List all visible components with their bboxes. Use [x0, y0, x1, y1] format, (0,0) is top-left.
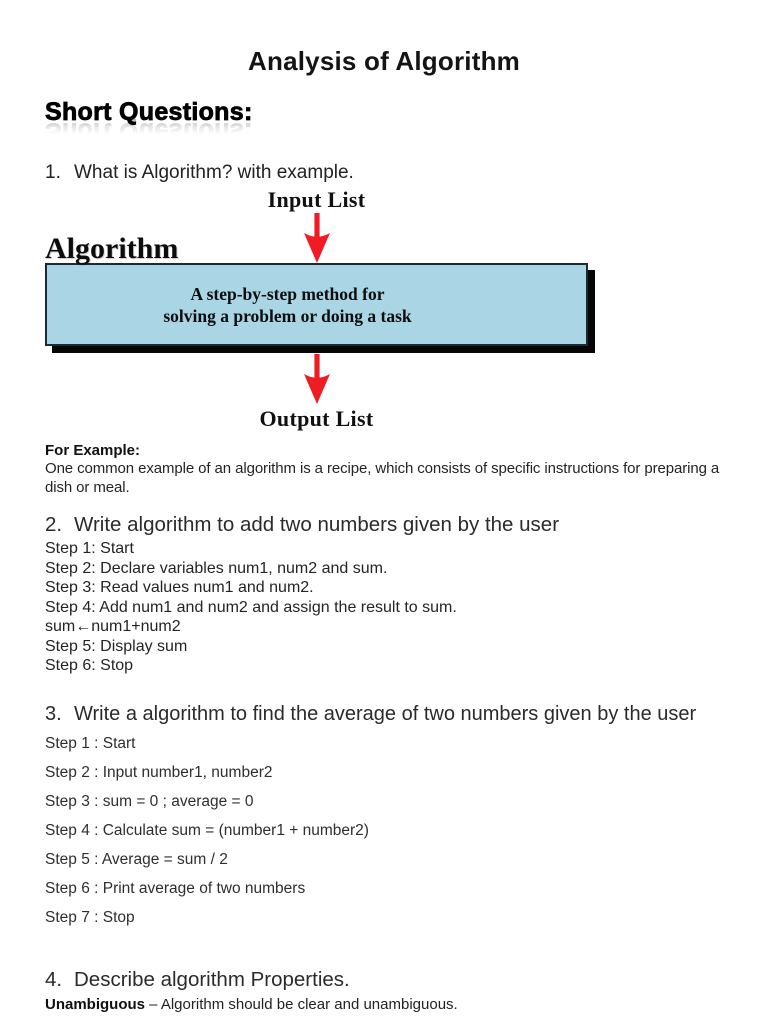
down-arrow-icon: [303, 354, 330, 404]
property-line: Unambiguous – Algorithm should be clear …: [45, 996, 723, 1013]
question-3-text: Write a algorithm to find the average of…: [74, 702, 697, 725]
question-4-text: Describe algorithm Properties.: [74, 967, 350, 991]
question-2-number: 2.: [45, 513, 63, 536]
diagram-upper-row: Algorithm: [45, 213, 588, 265]
property-description: – Algorithm should be clear and unambigu…: [145, 995, 458, 1013]
question-3-heading: 3. Write a algorithm to find the average…: [45, 703, 723, 726]
step-line: Step 4: Add num1 and num2 and assign the…: [45, 598, 457, 616]
question-1-number: 1.: [45, 162, 61, 183]
step-line: Step 5 : Average = sum / 2: [45, 850, 228, 868]
algorithm-definition-box: A step-by-step method for solving a prob…: [45, 263, 588, 346]
property-term: Unambiguous: [45, 995, 145, 1013]
step-line: sum←num1+num2: [45, 618, 181, 635]
step-line: Step 7 : Stop: [45, 908, 135, 926]
definition-line-2: solving a problem or doing a task: [163, 305, 412, 326]
question-1-row: 1. What is Algorithm? with example.: [45, 162, 723, 184]
diagram-lower-row: [45, 354, 588, 404]
short-questions-heading: Short Questions:: [45, 98, 253, 126]
short-questions-reflection: Short Questions:: [45, 117, 253, 146]
input-list-label: Input List: [267, 187, 366, 212]
question-4-heading: 4. Describe algorithm Properties.: [45, 968, 723, 992]
step-line: Step 3 : sum = 0 ; average = 0: [45, 792, 254, 810]
question-2-text: Write algorithm to add two numbers given…: [74, 513, 560, 536]
step-line: Step 3: Read values num1 and num2.: [45, 579, 314, 596]
step-line: Step 2: Declare variables num1, num2 and…: [45, 559, 388, 577]
algorithm-label: Algorithm: [45, 232, 179, 265]
step-line: Step 6 : Print average of two numbers: [45, 879, 306, 897]
page-title: Analysis of Algorithm: [248, 46, 520, 76]
step-line: Step 4 : Calculate sum = (number1 + numb…: [45, 821, 369, 839]
example-paragraph: One common example of an algorithm is a …: [45, 460, 720, 496]
question-2-heading: 2. Write algorithm to add two numbers gi…: [45, 513, 723, 537]
short-questions-heading-block: Short Questions: Short Questions:: [45, 98, 723, 149]
output-list-label: Output List: [259, 406, 374, 431]
for-example-heading: For Example:: [45, 442, 141, 459]
question-4-number: 4.: [45, 967, 63, 991]
step-line: Step 1 : Start: [45, 734, 136, 752]
step-line: Step 2 : Input number1, number2: [45, 763, 273, 781]
question-3-number: 3.: [45, 702, 62, 725]
definition-line-1: A step-by-step method for: [190, 283, 385, 304]
down-arrow-icon: [303, 213, 330, 263]
step-line: Step 1: Start: [45, 540, 134, 557]
step-line: Step 6: Stop: [45, 657, 134, 674]
question-1-text: What is Algorithm? with example.: [74, 162, 354, 183]
algorithm-diagram: Input List Algorithm A step-by-step meth…: [45, 187, 588, 432]
step-line: Step 5: Display sum: [45, 637, 188, 655]
